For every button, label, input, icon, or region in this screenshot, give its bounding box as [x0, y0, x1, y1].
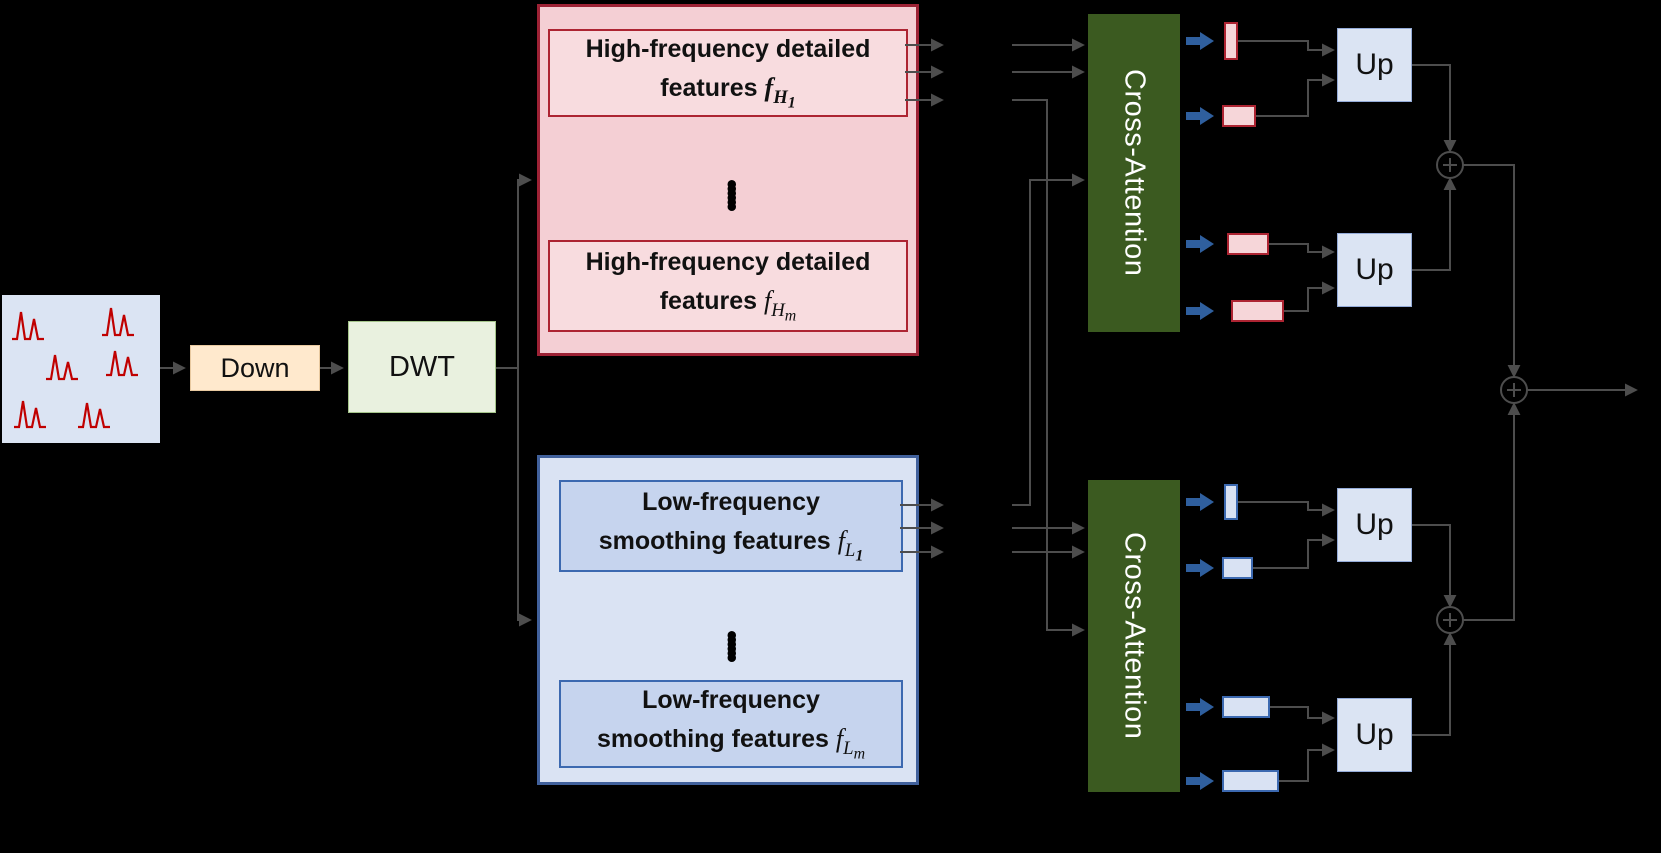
blue-arrow-icon: [1186, 302, 1214, 320]
arrow-featmap-to-up2-b: [1284, 281, 1335, 312]
spike-group: [46, 354, 78, 381]
feature-map-high-2: [1222, 105, 1256, 127]
feature-map-high-4: [1231, 300, 1284, 322]
arrow-featmap-to-up4-a: [1270, 706, 1335, 725]
math-symbol-fHm: fHm: [764, 286, 797, 325]
arrow-dwt-to-highfreq: [517, 173, 532, 368]
arrow-addbottom-to-addfinal: [1463, 402, 1521, 621]
feature-map-high-1: [1224, 22, 1238, 60]
blue-arrow-icon: [1186, 32, 1214, 50]
arrow-up1-to-add-top: [1412, 64, 1457, 153]
up-sample-block-3: Up: [1337, 488, 1412, 562]
add-circle-bottom-icon: [1436, 606, 1464, 634]
signal-spikes-image: [12, 307, 138, 429]
spike-group: [78, 402, 110, 429]
feature-label-line1: High-frequency detailed: [585, 247, 871, 276]
feature-label-line1: Low-frequency: [642, 487, 820, 516]
arrow-featmap-to-up3-b: [1253, 533, 1335, 569]
feature-label-line1: Low-frequency: [642, 685, 820, 714]
arrow-featmap-to-up2-a: [1269, 243, 1335, 259]
up-label: Up: [1355, 48, 1394, 81]
cross-attention-top-block: Cross-Attention: [1088, 14, 1180, 332]
blue-arrow-icon: [1186, 493, 1214, 511]
feature-map-low-2: [1222, 557, 1253, 579]
blue-arrow-icon: [1186, 698, 1214, 716]
feature-label-line1: High-frequency detailed: [585, 34, 871, 63]
blue-arrow-icon: [1186, 235, 1214, 253]
up-label: Up: [1355, 253, 1394, 286]
spike-group: [14, 400, 46, 429]
up-sample-block-4: Up: [1337, 698, 1412, 772]
down-sample-node: Down: [190, 345, 320, 391]
spike-group: [106, 350, 138, 377]
arrow-up3-to-add-bottom: [1412, 524, 1457, 608]
feature-map-low-4: [1222, 770, 1279, 792]
up-label: Up: [1355, 718, 1394, 751]
cross-attention-bottom-block: Cross-Attention: [1088, 480, 1180, 792]
arrow-hf-to-ca-bottom-cross: [1012, 99, 1085, 637]
signal-spikes: [12, 307, 138, 429]
add-circle-top-icon: [1436, 151, 1464, 179]
spike-group: [12, 311, 44, 341]
down-label: Down: [220, 352, 290, 383]
dwt-label: DWT: [388, 350, 456, 383]
arrow-lf-to-ca-top-cross: [1012, 173, 1085, 506]
cross-attention-label: Cross-Attention: [1118, 69, 1151, 277]
up-sample-block-2: Up: [1337, 233, 1412, 307]
arrow-featmap-to-up1-b: [1256, 73, 1335, 117]
arrow-featmap-to-up4-b: [1279, 743, 1335, 782]
blue-arrow-icon: [1186, 559, 1214, 577]
up-label: Up: [1355, 508, 1394, 541]
blue-arrow-icon: [1186, 107, 1214, 125]
math-symbol-fH1: fH1: [764, 73, 796, 112]
add-circle-final-icon: [1500, 376, 1528, 404]
input-signal-box: [2, 295, 160, 443]
dwt-node: DWT: [348, 321, 496, 413]
vertical-ellipsis: ••••••: [715, 630, 748, 658]
math-symbol-fLm: fLm: [835, 724, 866, 763]
arrow-up4-to-add-bottom: [1412, 632, 1457, 736]
arrow-up2-to-add-top: [1412, 177, 1457, 271]
cross-attention-label: Cross-Attention: [1118, 532, 1151, 740]
vertical-ellipsis: ••••••: [715, 179, 748, 207]
math-symbol-fL1: fL1: [837, 526, 864, 565]
blue-arrow-icon: [1186, 772, 1214, 790]
feature-map-low-3: [1222, 696, 1270, 718]
feature-map-high-3: [1227, 233, 1269, 255]
arrow-dwt-to-lowfreq: [517, 368, 532, 627]
add-nodes: [1436, 151, 1528, 634]
arrow-addtop-to-addfinal: [1463, 164, 1521, 378]
spike-group: [102, 307, 134, 337]
arrow-featmap-to-up3-a: [1238, 501, 1335, 517]
up-sample-block-1: Up: [1337, 28, 1412, 102]
blue-fat-arrows: [1186, 32, 1214, 790]
arrow-featmap-to-up1-a: [1238, 40, 1335, 57]
feature-map-low-1: [1224, 484, 1238, 520]
